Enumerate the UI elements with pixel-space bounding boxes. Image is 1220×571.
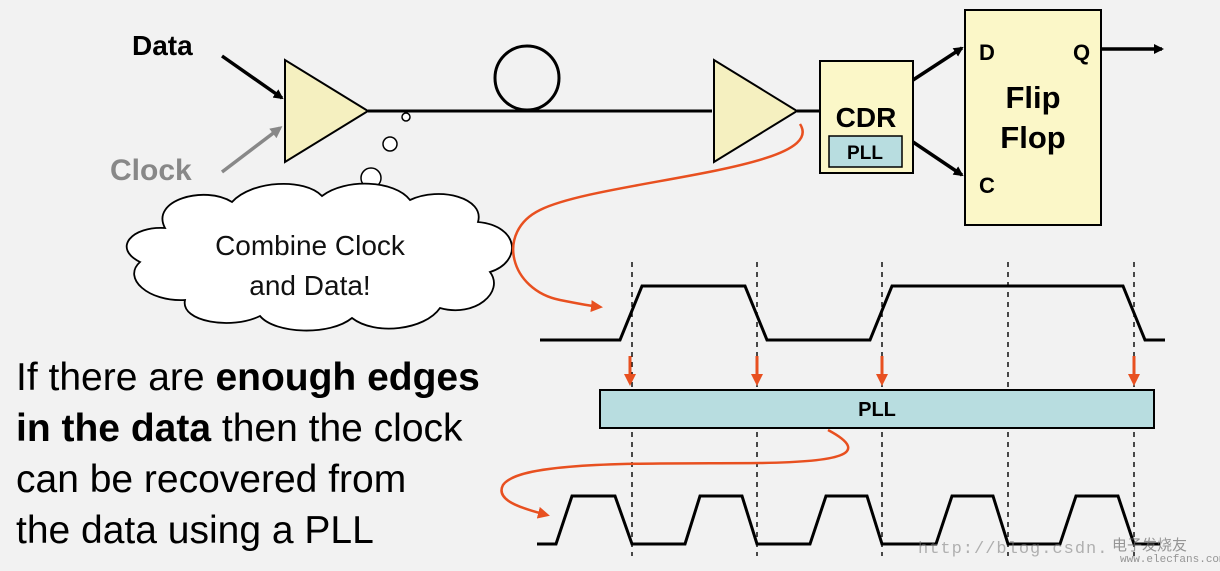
- cdr-pll-block: [828, 135, 903, 168]
- cloud-shape: [125, 182, 513, 332]
- ff-d-pin: D: [979, 40, 995, 65]
- red-curve-to-clock: [500, 428, 850, 519]
- caption-line-2: in the data then the clock: [16, 403, 576, 454]
- cdr-to-d-arrow: [912, 46, 964, 82]
- data-input-arrow: [220, 54, 284, 100]
- transmit-buffer: [284, 58, 370, 164]
- caption-text-1: If there are: [16, 356, 216, 399]
- thought-bubble-medium: [382, 136, 398, 152]
- caption-line-4: the data using a PLL: [16, 509, 374, 552]
- ff-name-line2: Flop: [1000, 120, 1065, 155]
- cdr-pll-label: PLL: [847, 143, 883, 164]
- edge-arrows: [624, 356, 1140, 386]
- clock-waveform: [537, 494, 1160, 546]
- red-curve-to-data: [512, 123, 804, 313]
- thought-bubble-small: [401, 112, 411, 122]
- caption-text-2: then the clock: [211, 407, 463, 450]
- ff-q-pin: Q: [1073, 40, 1090, 65]
- fiber-loop: [493, 44, 561, 112]
- watermark-logo-text: 电子发烧友: [1112, 536, 1188, 554]
- cloud-text: Combine Clock and Data!: [170, 226, 450, 306]
- cloud-line-2: and Data!: [249, 270, 371, 301]
- watermark-url: http://blog.csdn.: [918, 540, 1109, 559]
- cloud-line-1: Combine Clock: [215, 230, 405, 261]
- watermark-site: www.elecfans.com: [1120, 554, 1220, 566]
- data-waveform: [540, 284, 1165, 342]
- caption-line-1: If there are enough edges: [16, 352, 576, 403]
- pll-bar: [599, 389, 1155, 429]
- caption-line-3: can be recovered from: [16, 458, 407, 501]
- flip-flop-block: [964, 9, 1102, 226]
- ff-name-line1: Flip: [1005, 80, 1060, 115]
- clock-input-arrow: [220, 126, 283, 174]
- edge-guides: [631, 262, 1135, 556]
- data-label: Data: [132, 30, 193, 61]
- receive-buffer: [713, 58, 799, 164]
- cdr-label: CDR: [836, 102, 897, 133]
- cdr-to-c-arrow: [912, 140, 964, 177]
- caption-bold-2: in the data: [16, 407, 212, 450]
- ff-c-pin: C: [979, 173, 995, 198]
- clock-label: Clock: [110, 154, 192, 187]
- pll-bar-label: PLL: [858, 399, 896, 421]
- caption: If there are enough edges in the data th…: [16, 352, 576, 556]
- caption-bold-1: enough edges: [215, 356, 480, 399]
